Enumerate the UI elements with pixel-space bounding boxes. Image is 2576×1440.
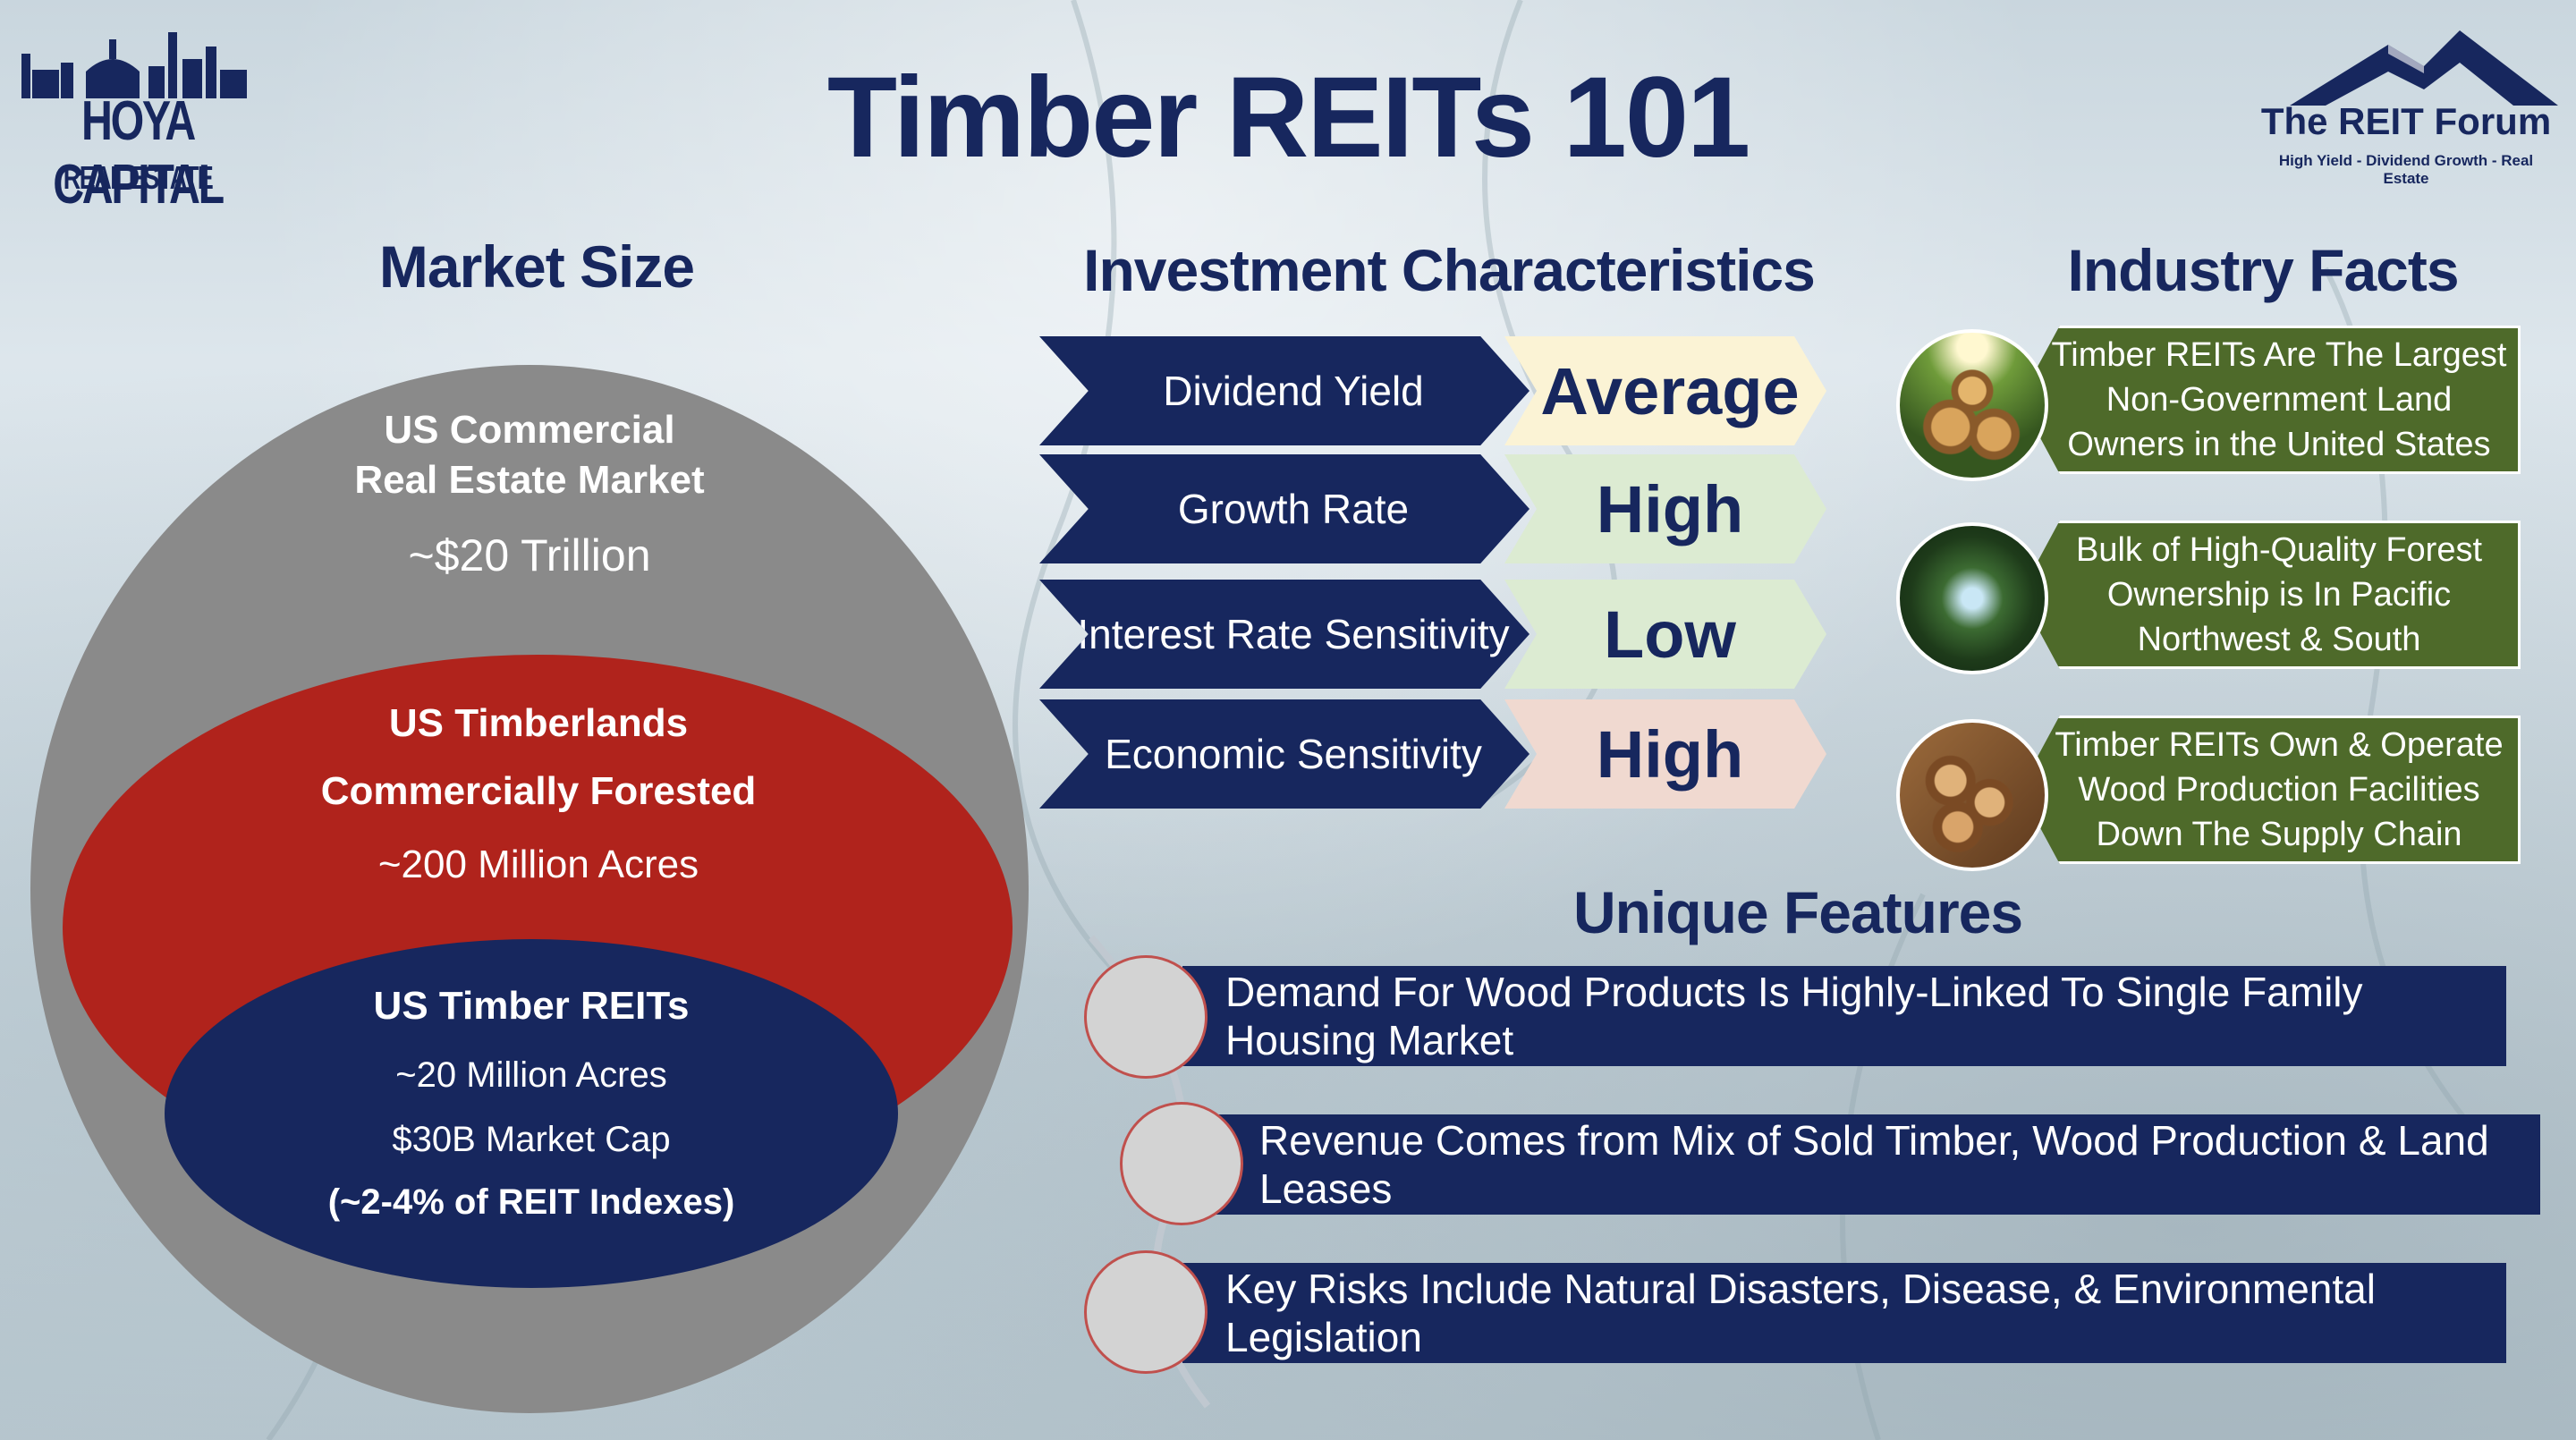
hoya-capital-subtitle: REAL ESTATE — [63, 159, 214, 196]
industry-fact-1: Timber REITs Are The Largest Non-Governm… — [2020, 326, 2521, 474]
forest-canopy-icon — [1896, 522, 2048, 674]
unique-feature-2-bullet — [1120, 1102, 1243, 1225]
rating-economic-sensitivity: High — [1504, 699, 1826, 809]
outer-label-line2: Real Estate Market — [354, 458, 705, 502]
reit-forum-name: The REIT Forum — [2260, 100, 2552, 142]
city-skyline-icon — [21, 32, 247, 98]
characteristic-interest-rate-sensitivity: Interest Rate Sensitivity — [1039, 580, 1530, 689]
industry-facts-heading: Industry Facts — [2067, 237, 2459, 303]
outer-label-line1: US Commercial — [384, 408, 675, 452]
rating-interest-rate-sensitivity: Low — [1504, 580, 1826, 689]
unique-feature-1-bullet — [1084, 955, 1208, 1079]
middle-value: ~200 Million Acres — [377, 843, 699, 886]
log-pile-icon — [1896, 329, 2048, 481]
hoya-capital-logo — [14, 27, 256, 206]
reit-forum-tagline: High Yield - Dividend Growth - Real Esta… — [2278, 152, 2534, 187]
unique-features-heading: Unique Features — [1572, 879, 2023, 945]
unique-feature-3-bullet — [1084, 1250, 1208, 1374]
market-size-heading: Market Size — [378, 233, 695, 300]
mountain-icon — [2290, 30, 2558, 106]
unique-feature-2: Revenue Comes from Mix of Sold Timber, W… — [1216, 1114, 2540, 1215]
cut-logs-icon — [1896, 719, 2048, 871]
investment-characteristics-heading: Investment Characteristics — [1083, 237, 1816, 303]
rating-growth-rate: High — [1504, 454, 1826, 563]
inner-value-index-share: (~2-4% of REIT Indexes) — [327, 1182, 735, 1222]
industry-fact-2: Bulk of High-Quality Forest Ownership is… — [2020, 521, 2521, 669]
rating-dividend-yield: Average — [1504, 336, 1826, 445]
industry-fact-3: Timber REITs Own & Operate Wood Producti… — [2020, 716, 2521, 864]
middle-label-line1: US Timberlands — [388, 701, 689, 745]
inner-value-acres: ~20 Million Acres — [395, 1055, 667, 1095]
page-title: Timber REITs 101 — [826, 54, 1750, 182]
timber-reits-ellipse — [165, 939, 898, 1288]
characteristic-dividend-yield: Dividend Yield — [1039, 336, 1530, 445]
hoya-capital-name: HOYA CAPITAL — [53, 90, 225, 216]
middle-label-line2: Commercially Forested — [320, 769, 757, 813]
outer-value: ~$20 Trillion — [408, 530, 651, 580]
characteristic-economic-sensitivity: Economic Sensitivity — [1039, 699, 1530, 809]
characteristic-growth-rate: Growth Rate — [1039, 454, 1530, 563]
unique-feature-3: Key Risks Include Natural Disasters, Dis… — [1182, 1263, 2506, 1363]
inner-label: US Timber REITs — [373, 984, 690, 1028]
unique-feature-1: Demand For Wood Products Is Highly-Linke… — [1182, 966, 2506, 1066]
inner-value-market-cap: $30B Market Cap — [392, 1120, 671, 1159]
